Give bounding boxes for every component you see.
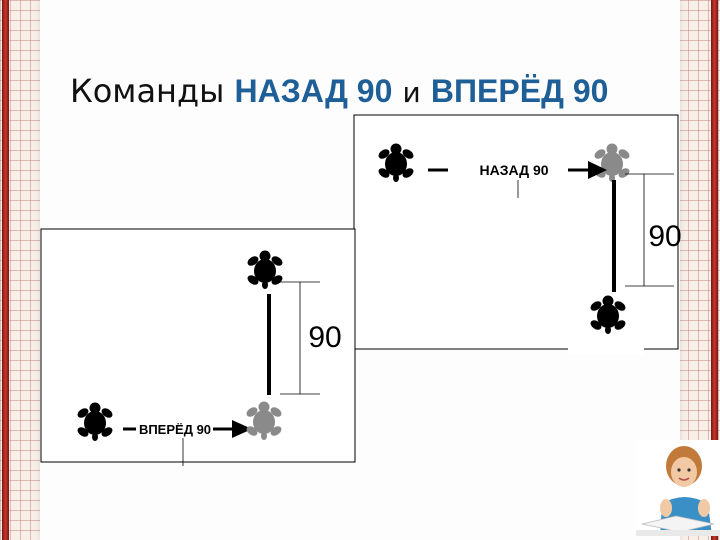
back-command-label: НАЗАД 90: [479, 162, 548, 178]
title-command-forward: ВПЕРЁД 90: [430, 73, 609, 109]
forward-panel: 90 ВПЕРЁД 90: [40, 228, 356, 466]
red-border-left: [2, 0, 9, 540]
title-command-back: НАЗАД 90: [234, 73, 393, 109]
arrow-icon: [588, 161, 607, 179]
forward-command-label: ВПЕРЁД 90: [139, 422, 211, 437]
back-panel: НАЗАД 90 90: [353, 114, 682, 355]
forward-distance-label: 90: [308, 321, 341, 354]
title-prefix: Команды: [70, 72, 225, 110]
back-distance-label: 90: [648, 220, 681, 253]
arrow-icon: [232, 420, 252, 438]
slide-title: Команды НАЗАД 90 и ВПЕРЁД 90: [70, 72, 608, 110]
red-border-right: [711, 0, 718, 540]
title-conjunction: и: [402, 76, 421, 109]
girl-illustration: [636, 440, 720, 536]
